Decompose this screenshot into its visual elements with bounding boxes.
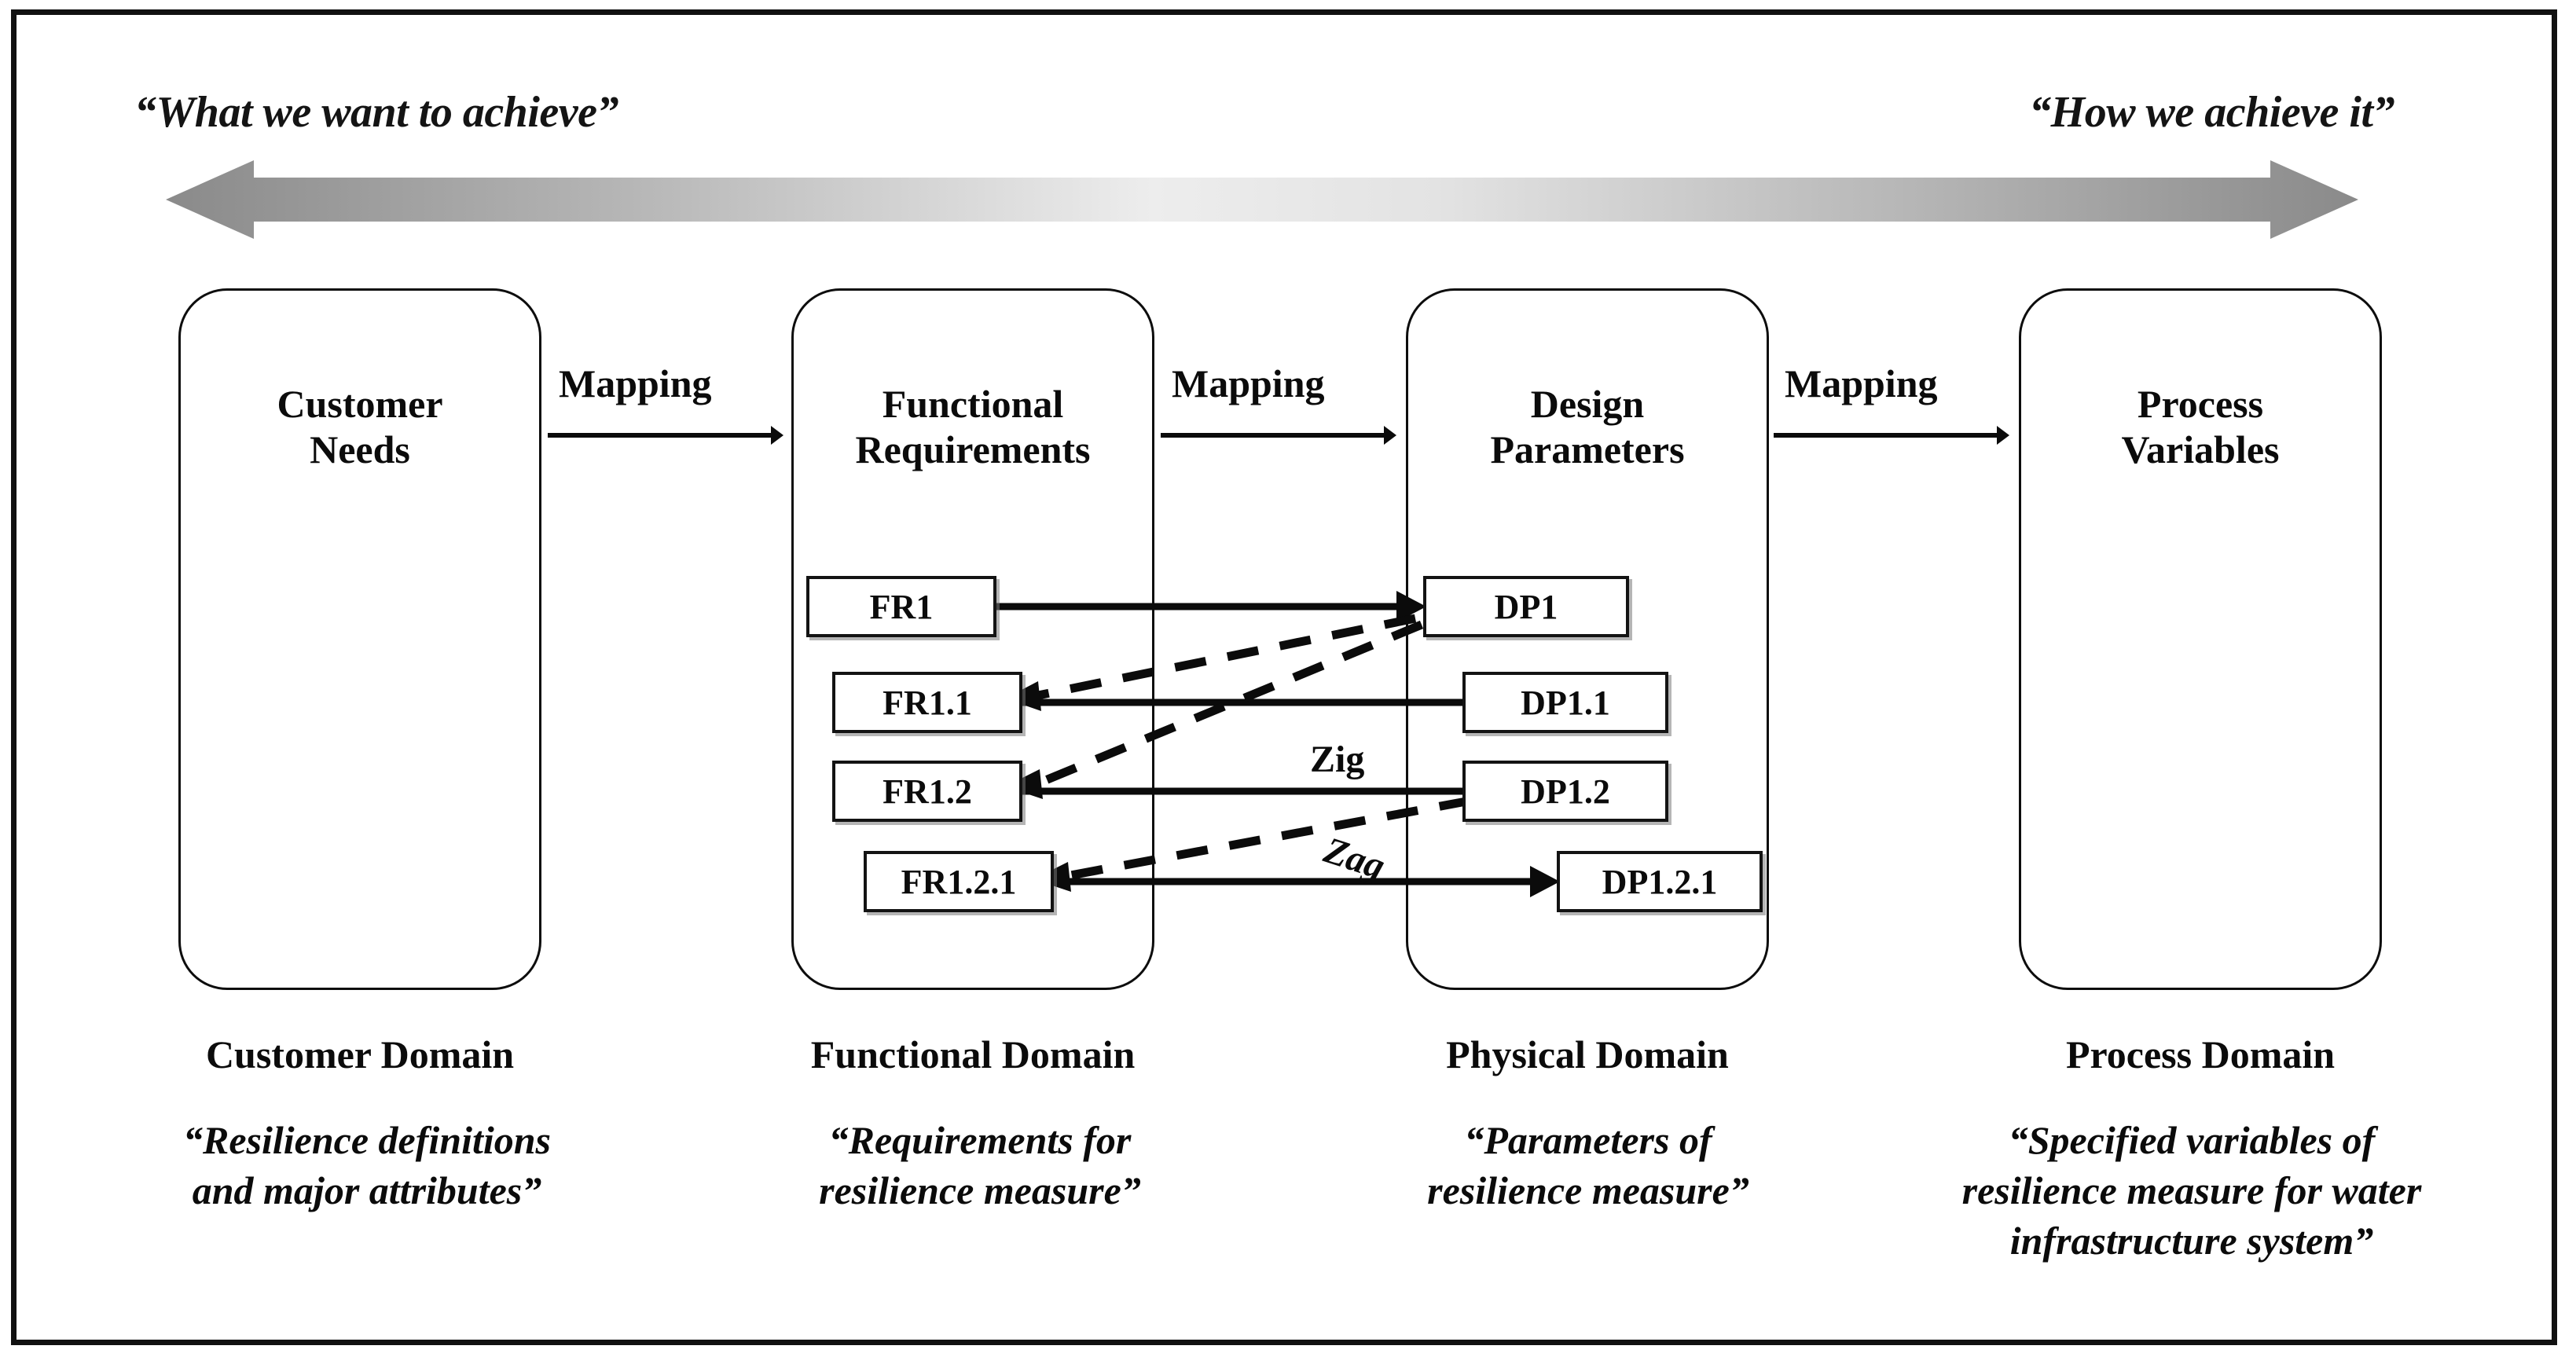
- node-fr1[interactable]: FR1: [806, 576, 996, 637]
- domain-desc-physical: “Parameters of resilience measure”: [1427, 1118, 1749, 1212]
- domain-box-customer[interactable]: [178, 288, 541, 990]
- mapping-label-1: Mapping: [559, 361, 712, 405]
- zig-label: Zig: [1310, 739, 1365, 780]
- mapping-label-2: Mapping: [1172, 361, 1325, 405]
- mapping-arrow-3: [1774, 426, 2009, 445]
- node-dp1[interactable]: DP1: [1423, 576, 1629, 637]
- double-headed-gradient-arrow: [166, 160, 2358, 239]
- domain-title-process: Process Variables: [2121, 382, 2280, 471]
- domain-desc-process: “Specified variables of resilience measu…: [1961, 1118, 2422, 1263]
- domain-title-functional: Functional Requirements: [855, 382, 1091, 471]
- mapping-label-3: Mapping: [1785, 361, 1938, 405]
- mapping-arrow-1: [548, 426, 783, 445]
- domain-desc-customer: “Resilience definitions and major attrib…: [182, 1118, 552, 1212]
- mapping-arrow-2: [1161, 426, 1396, 445]
- domain-box-process[interactable]: [2019, 288, 2382, 990]
- node-dp1-2-1[interactable]: DP1.2.1: [1557, 851, 1763, 912]
- top-left-caption: “What we want to achieve”: [134, 88, 618, 137]
- node-dp1-2[interactable]: DP1.2: [1462, 761, 1668, 822]
- domain-name-process: Process Domain: [2065, 1032, 2336, 1076]
- node-fr1-2[interactable]: FR1.2: [832, 761, 1022, 822]
- domain-name-functional: Functional Domain: [810, 1032, 1136, 1076]
- node-fr1-1[interactable]: FR1.1: [832, 672, 1022, 733]
- zag-label: Zag: [1319, 829, 1390, 888]
- node-dp1-1[interactable]: DP1.1: [1462, 672, 1668, 733]
- top-right-caption: “How we achieve it”: [2029, 88, 2394, 137]
- domain-desc-functional: “Requirements for resilience measure”: [819, 1118, 1141, 1212]
- domain-title-customer: Customer Needs: [277, 382, 443, 471]
- domain-name-customer: Customer Domain: [205, 1032, 515, 1076]
- outer-frame-border: “What we want to achieve” “How we achiev…: [11, 9, 2557, 1345]
- node-fr1-2-1[interactable]: FR1.2.1: [864, 851, 1054, 912]
- domain-title-physical: Design Parameters: [1490, 382, 1685, 471]
- domain-name-physical: Physical Domain: [1446, 1032, 1729, 1076]
